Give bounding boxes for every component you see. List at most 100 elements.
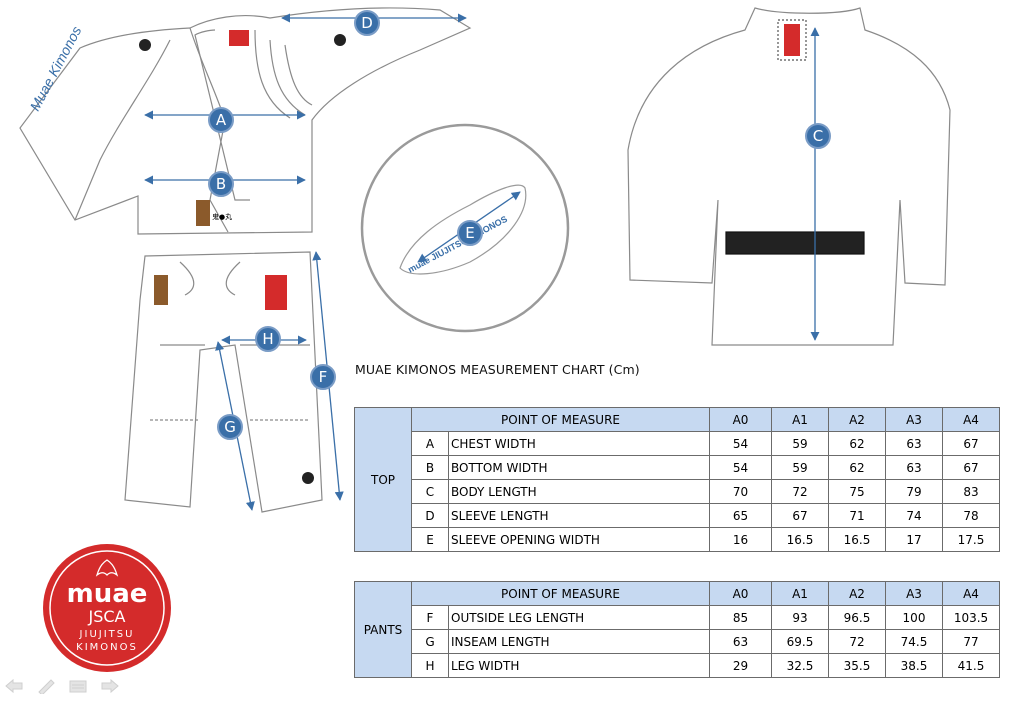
measure-letter: F: [411, 605, 449, 630]
measure-value: 35.5: [828, 653, 886, 678]
measure-value: 72: [771, 479, 829, 504]
measure-value: 29: [709, 653, 772, 678]
measure-value: 78: [942, 503, 1000, 528]
column-header: POINT OF MEASURE: [411, 581, 710, 606]
measure-value: 16.5: [828, 527, 886, 552]
top-measurement-table: TOP POINT OF MEASURE A0 A1 A2 A3 A4 A CH…: [354, 407, 1000, 552]
size-header: A0: [709, 581, 772, 606]
measure-value: 79: [885, 479, 943, 504]
table-header-row: TOP POINT OF MEASURE A0 A1 A2 A3 A4: [354, 407, 1000, 552]
marker-b: [208, 171, 234, 197]
measure-letter: G: [411, 629, 449, 654]
measure-value: 74.5: [885, 629, 943, 654]
table-row: C BODY LENGTH 70 72 75 79 83: [355, 479, 1000, 504]
size-header: A4: [942, 407, 1000, 432]
marker-d: [354, 10, 380, 36]
measure-name: BODY LENGTH: [448, 479, 710, 504]
measure-value: 62: [828, 455, 886, 480]
marker-label: F: [319, 368, 328, 386]
table-row: F OUTSIDE LEG LENGTH 85 93 96.5 100 103.…: [355, 605, 1000, 630]
measure-letter: B: [411, 455, 449, 480]
measure-value: 75: [828, 479, 886, 504]
measure-value: 16: [709, 527, 772, 552]
table-row: G INSEAM LENGTH 63 69.5 72 74.5 77: [355, 629, 1000, 654]
size-header: A3: [885, 407, 943, 432]
logo-jsca: JSCA: [88, 607, 126, 626]
table-row: H LEG WIDTH 29 32.5 35.5 38.5 41.5: [355, 653, 1000, 678]
measure-letter: D: [411, 503, 449, 528]
size-header: A3: [885, 581, 943, 606]
chart-title: MUAE KIMONOS MEASUREMENT CHART (Cm): [355, 362, 640, 377]
size-header: A2: [828, 581, 886, 606]
measure-value: 63: [709, 629, 772, 654]
measure-value: 70: [709, 479, 772, 504]
measure-value: 96.5: [828, 605, 886, 630]
size-header: A2: [828, 407, 886, 432]
jacket-back: [627, 7, 951, 346]
measure-value: 59: [771, 431, 829, 456]
pants-front: [124, 251, 323, 513]
forward-arrow-icon[interactable]: [100, 678, 120, 694]
measure-value: 41.5: [942, 653, 1000, 678]
logo-kimonos: KIMONOS: [76, 642, 138, 653]
marker-c: [805, 123, 831, 149]
menu-icon[interactable]: [68, 678, 88, 694]
table-row: D SLEEVE LENGTH 65 67 71 74 78: [355, 503, 1000, 528]
measure-value: 67: [942, 431, 1000, 456]
marker-label: C: [813, 127, 823, 145]
svg-text:鬼●丸: 鬼●丸: [212, 212, 232, 221]
measure-value: 62: [828, 431, 886, 456]
measure-value: 54: [709, 431, 772, 456]
table-row: B BOTTOM WIDTH 54 59 62 63 67: [355, 455, 1000, 480]
measure-name: CHEST WIDTH: [448, 431, 710, 456]
size-header: A1: [771, 407, 829, 432]
measure-value: 100: [885, 605, 943, 630]
measure-name: LEG WIDTH: [448, 653, 710, 678]
measure-value: 74: [885, 503, 943, 528]
table-header-row: PANTS POINT OF MEASURE A0 A1 A2 A3 A4: [354, 581, 1000, 678]
section-label: PANTS: [354, 581, 412, 678]
measure-value: 17: [885, 527, 943, 552]
measure-name: SLEEVE OPENING WIDTH: [448, 527, 710, 552]
marker-label: B: [216, 175, 226, 193]
marker-label: H: [262, 330, 273, 348]
measure-value: 16.5: [771, 527, 829, 552]
size-header: A4: [942, 581, 1000, 606]
measure-value: 54: [709, 455, 772, 480]
measure-value: 103.5: [942, 605, 1000, 630]
marker-a: [208, 107, 234, 133]
back-arrow-icon[interactable]: [4, 678, 24, 694]
marker-g: [217, 414, 243, 440]
lotus-icon: [95, 559, 119, 577]
measure-value: 69.5: [771, 629, 829, 654]
slide-nav-bar: [4, 678, 120, 696]
marker-e: [457, 220, 483, 246]
pants-measurement-table: PANTS POINT OF MEASURE A0 A1 A2 A3 A4 F …: [354, 581, 1000, 678]
measure-value: 67: [771, 503, 829, 528]
measure-value: 63: [885, 455, 943, 480]
size-header: A1: [771, 581, 829, 606]
measure-value: 85: [709, 605, 772, 630]
measure-value: 32.5: [771, 653, 829, 678]
measure-value: 93: [771, 605, 829, 630]
marker-label: A: [216, 111, 227, 129]
measure-letter: A: [411, 431, 449, 456]
measure-value: 59: [771, 455, 829, 480]
section-label: TOP: [354, 407, 412, 552]
measure-letter: H: [411, 653, 449, 678]
measure-value: 71: [828, 503, 886, 528]
size-header: A0: [709, 407, 772, 432]
measure-value: 65: [709, 503, 772, 528]
measure-value: 38.5: [885, 653, 943, 678]
marker-label: E: [465, 224, 474, 242]
marker-f: [310, 364, 336, 390]
measure-value: 83: [942, 479, 1000, 504]
measure-name: OUTSIDE LEG LENGTH: [448, 605, 710, 630]
measure-value: 72: [828, 629, 886, 654]
measure-letter: C: [411, 479, 449, 504]
pen-icon[interactable]: [36, 678, 56, 696]
measure-value: 17.5: [942, 527, 1000, 552]
table-row: A CHEST WIDTH 54 59 62 63 67: [355, 431, 1000, 456]
measurement-markers: [208, 10, 831, 440]
